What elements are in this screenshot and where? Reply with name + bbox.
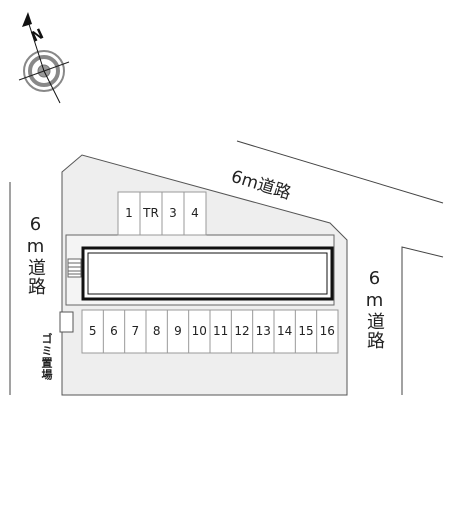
parking-space-15: 15 (298, 324, 314, 338)
parking-space-10: 10 (191, 324, 207, 338)
north-label: N (29, 26, 46, 45)
parking-space-12: 12 (234, 324, 250, 338)
parking-space-3: 3 (169, 206, 177, 220)
parking-space-13: 13 (255, 324, 271, 338)
parking-space-9: 9 (174, 324, 182, 338)
parking-space-7: 7 (131, 324, 140, 338)
road-edge-right (401, 246, 444, 395)
stairs-icon (67, 258, 82, 278)
parking-space-16: 16 (319, 324, 335, 338)
parking-space-4: 4 (191, 206, 199, 220)
road-label-right: 6m道路 (364, 268, 385, 350)
road-label-left: 6m道路 (25, 214, 46, 296)
parking-bottom-group (81, 309, 339, 354)
parking-top-group (117, 191, 207, 236)
parking-space-5: 5 (88, 324, 97, 338)
parking-space-8: 8 (152, 324, 161, 338)
parking-space-14: 14 (277, 324, 293, 338)
building (81, 246, 334, 301)
parking-space-1: 1 (125, 206, 133, 220)
parking-space-11: 11 (213, 324, 229, 338)
building-inner-outline (87, 252, 328, 295)
garbage-label: ゴミ置場 (40, 333, 53, 381)
parking-space-TR: TR (143, 206, 159, 220)
parking-space-6: 6 (110, 324, 118, 338)
garbage-box (59, 311, 74, 333)
road-edge-top (236, 140, 444, 204)
north-arrow-compass-icon (18, 12, 70, 104)
